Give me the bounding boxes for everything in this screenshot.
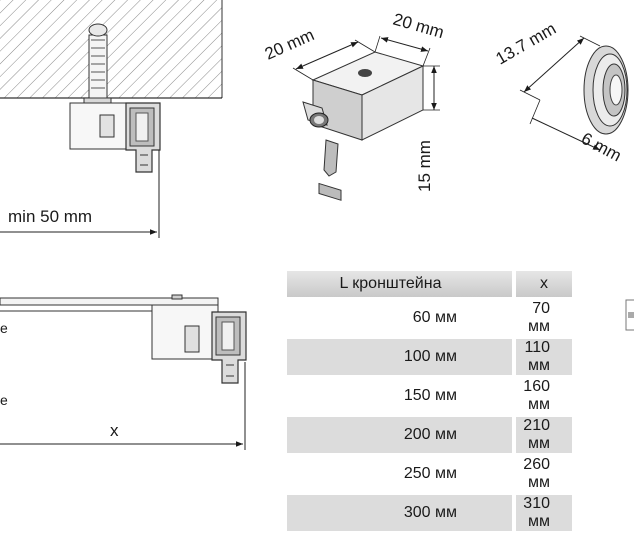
cell-x: 70 мм <box>512 300 572 336</box>
depth-dimension <box>380 37 429 52</box>
cell-bracket-length: 300 мм <box>287 495 512 531</box>
side-mark-1: e <box>0 320 8 336</box>
header-x: x <box>512 271 572 297</box>
ceiling-mount-view: min 50 mm <box>0 0 223 238</box>
wall-mount-view: e e x <box>0 294 247 450</box>
table-row: 200 мм 210 мм <box>287 417 572 453</box>
end-cap-view: 13.7 mm 6 mm <box>493 19 629 166</box>
height-label: 15 mm <box>415 140 434 192</box>
table-row: 60 мм 70 мм <box>287 300 572 336</box>
top-width-dimension <box>295 41 359 70</box>
diameter-label: 13.7 mm <box>493 19 560 69</box>
bracket-size-table: L кронштейна x 60 мм 70 мм 100 мм 110 мм… <box>287 268 572 534</box>
cell-bracket-length: 60 мм <box>287 300 512 336</box>
rail-profile <box>125 102 161 173</box>
cell-bracket-length: 150 мм <box>287 378 512 414</box>
clearance-label: min 50 mm <box>8 207 92 226</box>
screw-dowel <box>83 23 112 105</box>
cell-x: 260 мм <box>512 456 572 492</box>
technical-drawing: min 50 mm 20 mm 20 mm 15 mm <box>0 0 634 450</box>
isometric-bracket-view: 20 mm 20 mm 15 mm <box>262 10 446 201</box>
depth-label: 20 mm <box>391 10 446 43</box>
table-row: 150 мм 160 мм <box>287 378 572 414</box>
side-mark-2: e <box>0 392 8 408</box>
cell-bracket-length: 200 мм <box>287 417 512 453</box>
length-dimension <box>531 117 601 151</box>
partial-edge-figure <box>625 299 634 331</box>
x-label: x <box>110 421 119 440</box>
table-row: 250 мм 260 мм <box>287 456 572 492</box>
rail-profile-side <box>211 311 247 384</box>
top-width-label: 20 mm <box>262 25 317 63</box>
cell-x: 310 мм <box>512 495 572 531</box>
table-row: 100 мм 110 мм <box>287 339 572 375</box>
cell-bracket-length: 100 мм <box>287 339 512 375</box>
table-row: 300 мм 310 мм <box>287 495 572 531</box>
cell-x: 160 мм <box>512 378 572 414</box>
header-bracket-length: L кронштейна <box>287 271 512 297</box>
length-label: 6 mm <box>578 129 624 166</box>
table-header-row: L кронштейна x <box>287 271 572 297</box>
bracket-arm <box>0 297 219 306</box>
cell-bracket-length: 250 мм <box>287 456 512 492</box>
cell-x: 110 мм <box>512 339 572 375</box>
ceiling-hatch <box>0 0 222 98</box>
cell-x: 210 мм <box>512 417 572 453</box>
diameter-dimension <box>523 37 585 93</box>
